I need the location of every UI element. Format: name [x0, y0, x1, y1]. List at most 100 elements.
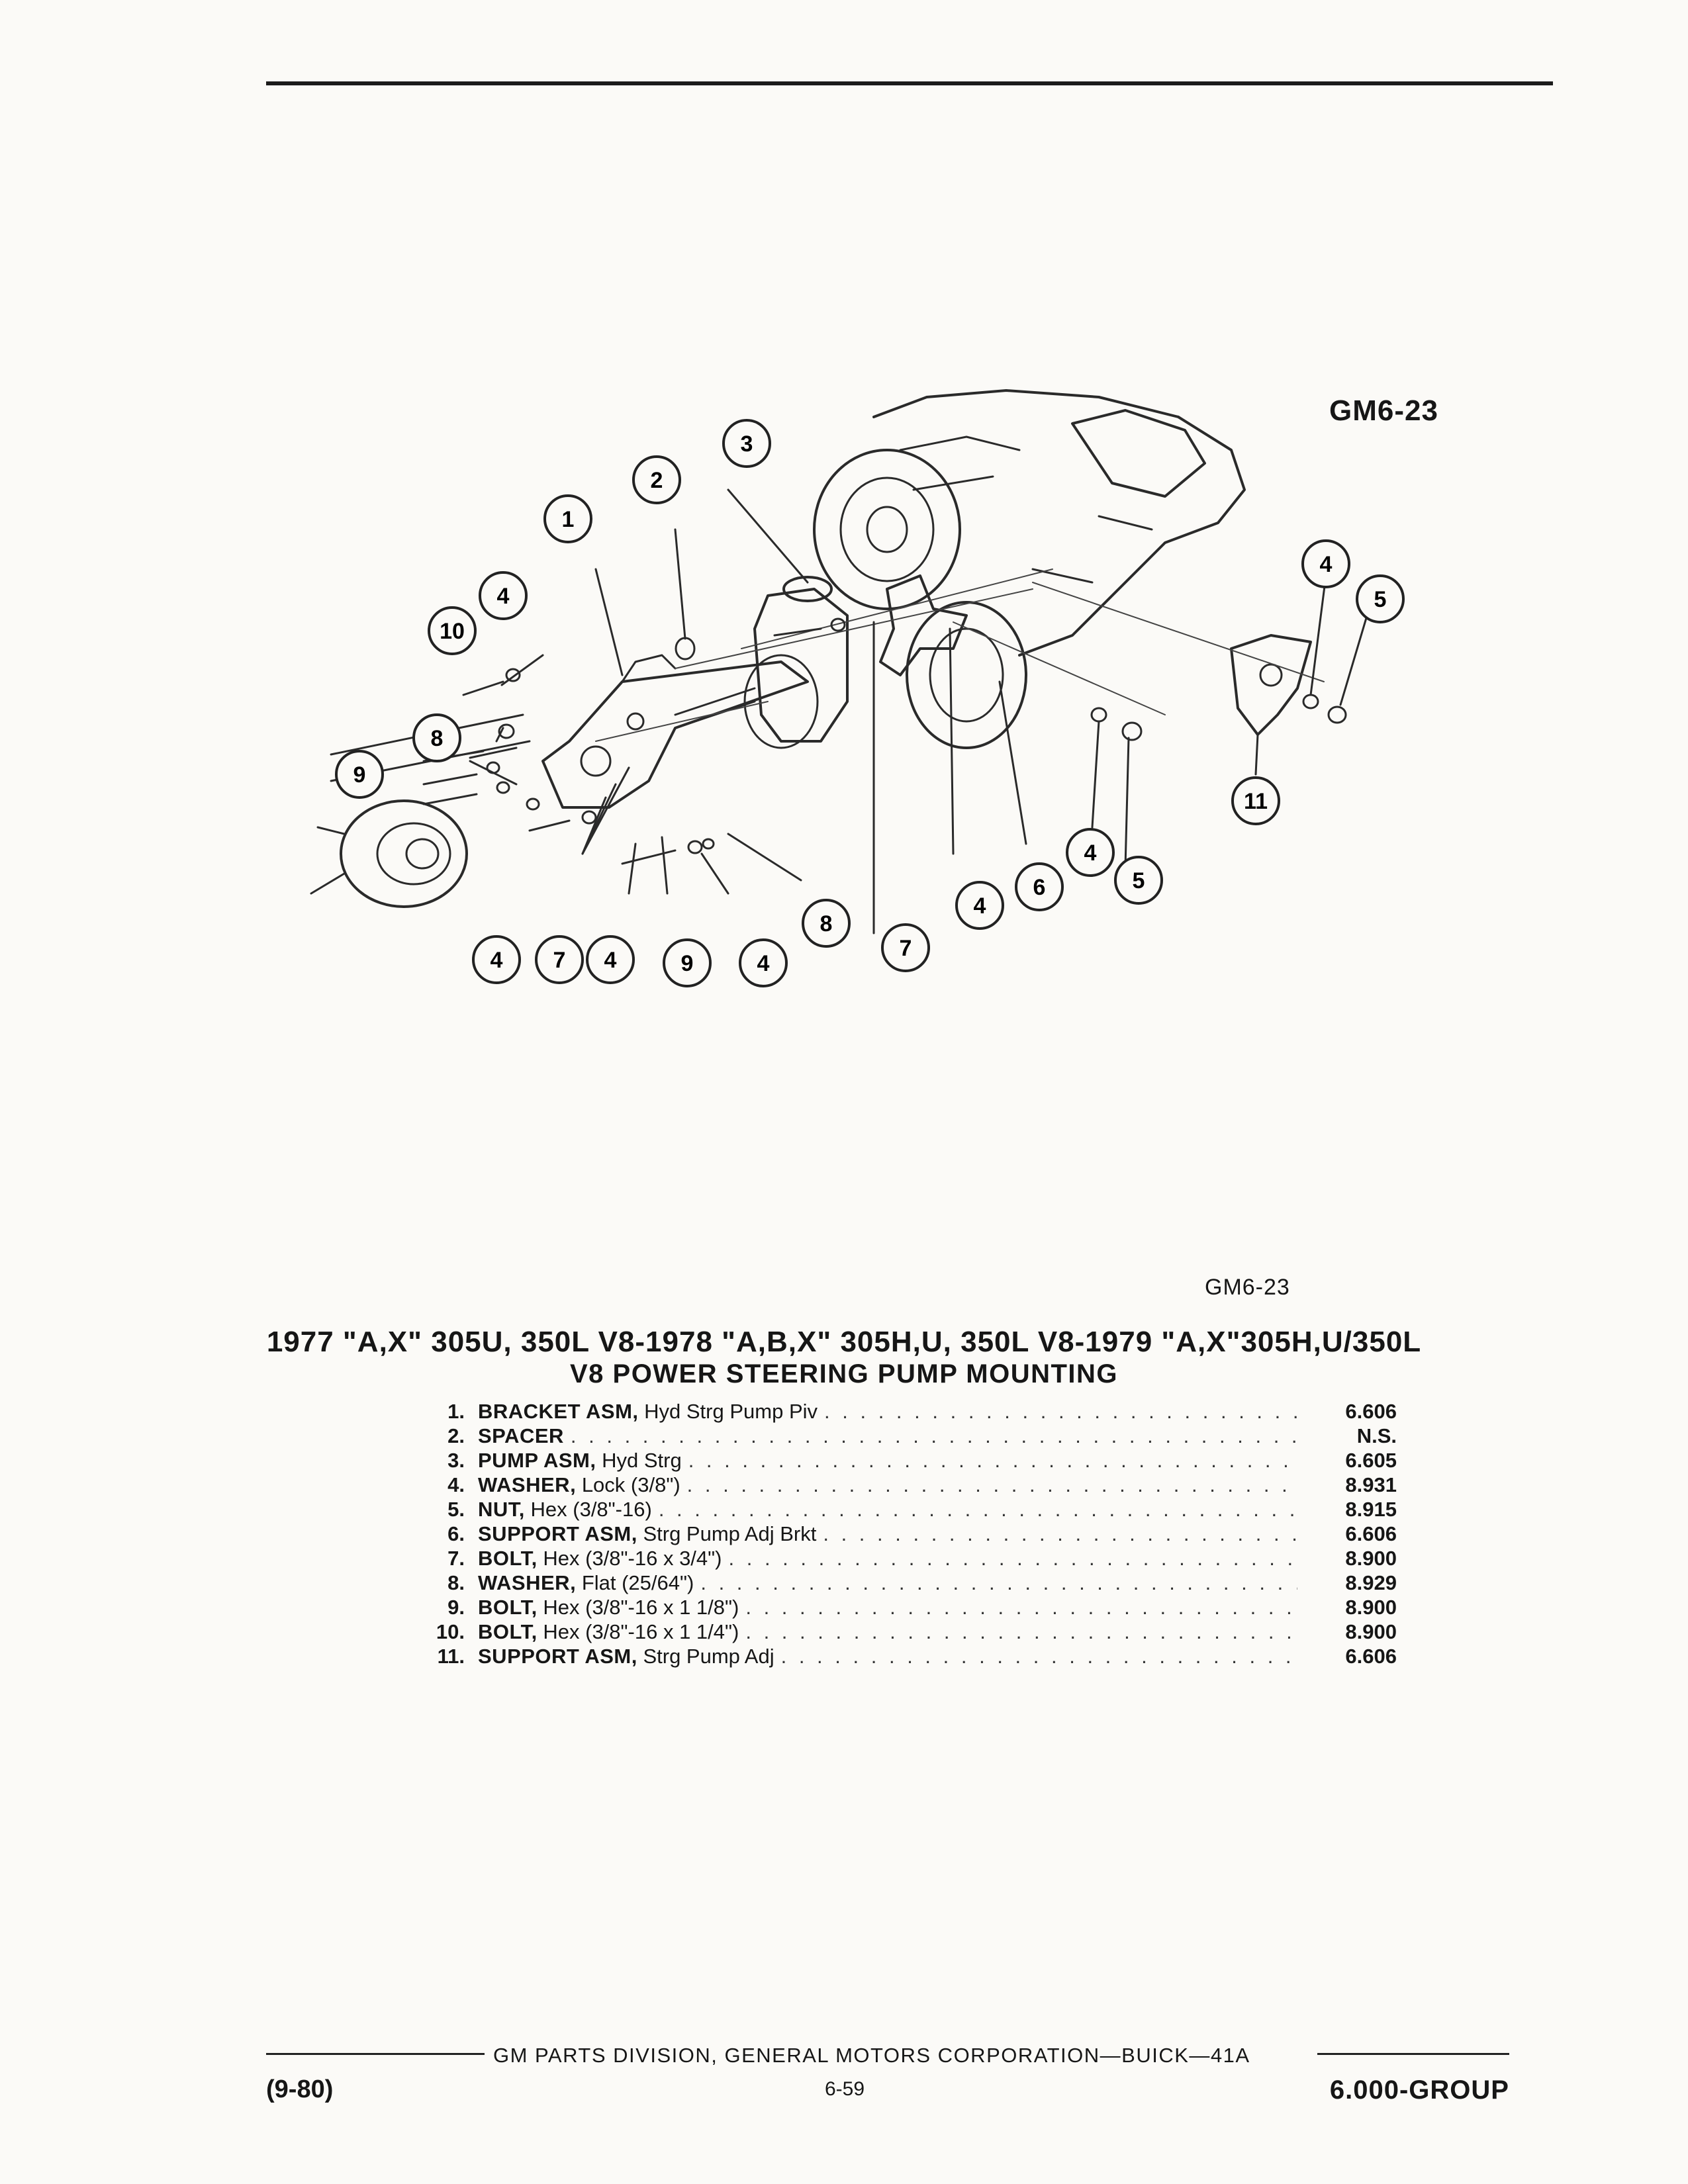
- parts-list-row: 3. PUMP ASM, Hyd Strg . . . . . . . . . . …: [410, 1448, 1397, 1473]
- callout-8b: 8: [802, 899, 851, 948]
- callout-8a: 8: [412, 713, 461, 762]
- part-description: BOLT, Hex (3/8"-16 x 1 1/4"): [478, 1619, 739, 1644]
- support-asm-adj: [1230, 634, 1312, 736]
- callout-4-label: 4: [974, 893, 986, 919]
- group-number: 8.900: [1345, 1620, 1397, 1643]
- part-name: WASHER,: [478, 1571, 577, 1594]
- part-number: 3.: [447, 1449, 465, 1472]
- part-description: SUPPORT ASM, Strg Pump Adj: [478, 1644, 774, 1668]
- parts-list-row: 2.SPACER . . . . . . . . . . . . . . . .…: [410, 1424, 1397, 1448]
- part-description: PUMP ASM, Hyd Strg: [478, 1448, 682, 1473]
- callout-8-label: 8: [431, 726, 444, 751]
- leader-dots: . . . . . . . . . . . . . . . . . . . . …: [780, 1645, 1297, 1668]
- figure-code-top: GM6-23: [1329, 394, 1438, 427]
- callout-8-label: 8: [820, 911, 833, 936]
- title-line-1: 1977 "A,X" 305U, 350L V8-1978 "A,B,X" 30…: [266, 1326, 1422, 1358]
- callout-7a: 7: [535, 935, 584, 984]
- callout-11-label: 11: [1244, 789, 1268, 814]
- part-number: 5.: [447, 1498, 465, 1521]
- part-description: BOLT, Hex (3/8"-16 x 1 1/8"): [478, 1595, 739, 1619]
- callout-7b: 7: [881, 923, 930, 972]
- parts-list-row: 6.SUPPORT ASM, Strg Pump Adj Brkt. . . .…: [410, 1522, 1397, 1546]
- callout-2-label: 2: [651, 468, 663, 493]
- parts-list-row: 8.WASHER, Flat (25/64"). . . . . . . . .…: [410, 1570, 1397, 1595]
- part-number: 11.: [437, 1645, 465, 1668]
- leader-dots: . . . . . . . . . . . . . . . . . . . . …: [745, 1596, 1297, 1619]
- callout-5-label: 5: [1133, 868, 1145, 893]
- group-number: 6.606: [1345, 1645, 1397, 1668]
- part-number: 9.: [447, 1596, 465, 1619]
- part-description: WASHER, Lock (3/8"): [478, 1473, 680, 1497]
- group-number: 8.900: [1345, 1547, 1397, 1570]
- part-number: 4.: [447, 1473, 465, 1496]
- leader-dots: . . . . . . . . . . . . . . . . . . . . …: [823, 1522, 1297, 1545]
- part-description: BRACKET ASM, Hyd Strg Pump Piv: [478, 1399, 818, 1424]
- callout-4-label: 4: [1084, 841, 1097, 866]
- leader-dots: . . . . . . . . . . . . . . . . . . . . …: [570, 1424, 1297, 1447]
- part-number: 1.: [447, 1400, 465, 1423]
- bracket-asm: [541, 660, 809, 809]
- part-name: BOLT,: [478, 1596, 538, 1619]
- callout-1: 1: [543, 494, 592, 543]
- callout-4-label: 4: [497, 584, 510, 609]
- callout-4g: 4: [1301, 539, 1350, 588]
- callout-3: 3: [722, 419, 771, 468]
- group-number: 6.605: [1345, 1449, 1397, 1472]
- part-number: 7.: [447, 1547, 465, 1570]
- fasteners: [422, 617, 1347, 865]
- callout-4e: 4: [955, 881, 1004, 930]
- callout-4-label: 4: [757, 951, 770, 976]
- support-asm-adj-bracket: [879, 574, 968, 676]
- alternator-pulley-inner: [929, 627, 1004, 723]
- footer-corporation: GM PARTS DIVISION, GENERAL MOTORS CORPOR…: [493, 2044, 1250, 2067]
- part-name: BOLT,: [478, 1620, 538, 1643]
- crank-pulley-inner: [376, 822, 451, 886]
- part-description: BOLT, Hex (3/8"-16 x 3/4"): [478, 1546, 722, 1570]
- parts-list-row: 7.BOLT, Hex (3/8"-16 x 3/4"). . . . . . …: [410, 1546, 1397, 1570]
- title-line-2: V8 POWER STEERING PUMP MOUNTING: [569, 1359, 1119, 1388]
- page-number: 6-59: [824, 2078, 865, 2100]
- part-name: SPACER: [478, 1424, 564, 1447]
- footer-rule-right: [1317, 2053, 1509, 2055]
- callout-5b: 5: [1356, 574, 1405, 623]
- pump-mounting-diagram: 10 4 1 2 3 8 9 4 7 4 9 4 8 7 4 6 4 5 11 …: [310, 389, 1405, 987]
- part-detail: Hex (3/8"-16): [530, 1498, 652, 1521]
- callout-7-label: 7: [553, 948, 566, 973]
- part-description: WASHER, Flat (25/64"): [478, 1570, 694, 1595]
- callout-6: 6: [1015, 862, 1064, 911]
- parts-list: 1.BRACKET ASM, Hyd Strg Pump Piv. . . . …: [410, 1399, 1397, 1668]
- bracket-asm-arm: [621, 654, 677, 683]
- footer-rule-left: [266, 2053, 485, 2055]
- part-description: SUPPORT ASM, Strg Pump Adj Brkt: [478, 1522, 816, 1546]
- footer-group: 6.000-GROUP: [1329, 2075, 1509, 2105]
- part-detail: Flat (25/64"): [581, 1571, 694, 1594]
- parts-list-row: 9. BOLT, Hex (3/8"-16 x 1 1/8") . . . . . …: [410, 1595, 1397, 1619]
- callout-4d: 4: [739, 938, 788, 987]
- leader-dots: . . . . . . . . . . . . . . . . . . . . …: [688, 1449, 1297, 1472]
- bracket-hole: [580, 745, 612, 777]
- part-name: SUPPORT ASM,: [478, 1645, 637, 1668]
- part-description: SPACER: [478, 1424, 564, 1448]
- leader-dots: . . . . . . . . . . . . . . . . . . . . …: [658, 1498, 1297, 1521]
- crank-pulley: [340, 799, 468, 908]
- parts-list-row: 10.BOLT, Hex (3/8"-16 x 1 1/4"). . . . .…: [410, 1619, 1397, 1644]
- top-rule: [266, 81, 1553, 85]
- pump-pulley: [743, 654, 819, 749]
- reservoir-cap: [782, 576, 833, 602]
- group-number: 6.606: [1345, 1400, 1397, 1423]
- exploded-view-illustration: 10 4 1 2 3 8 9 4 7 4 9 4 8 7 4 6 4 5 11 …: [305, 371, 1496, 993]
- group-number: 8.915: [1345, 1498, 1397, 1521]
- callout-4-label: 4: [604, 948, 617, 973]
- crank-pulley-hub: [405, 838, 440, 870]
- part-detail: Hex (3/8"-16 x 1 1/8"): [543, 1596, 739, 1619]
- parts-list-row: 5.NUT, Hex (3/8"-16). . . . . . . . . . …: [410, 1497, 1397, 1522]
- leader-dots: . . . . . . . . . . . . . . . . . . . . …: [700, 1571, 1297, 1594]
- part-detail: Lock (3/8"): [581, 1473, 680, 1496]
- callout-4-label: 4: [491, 948, 503, 973]
- callout-4a: 4: [479, 571, 528, 620]
- callout-7-label: 7: [900, 936, 912, 961]
- parts-list-row: 11. SUPPORT ASM, Strg Pump Adj . . . . . .…: [410, 1644, 1397, 1668]
- part-detail: Strg Pump Adj: [643, 1645, 774, 1668]
- callout-2: 2: [632, 455, 681, 504]
- part-detail: Hyd Strg: [602, 1449, 682, 1472]
